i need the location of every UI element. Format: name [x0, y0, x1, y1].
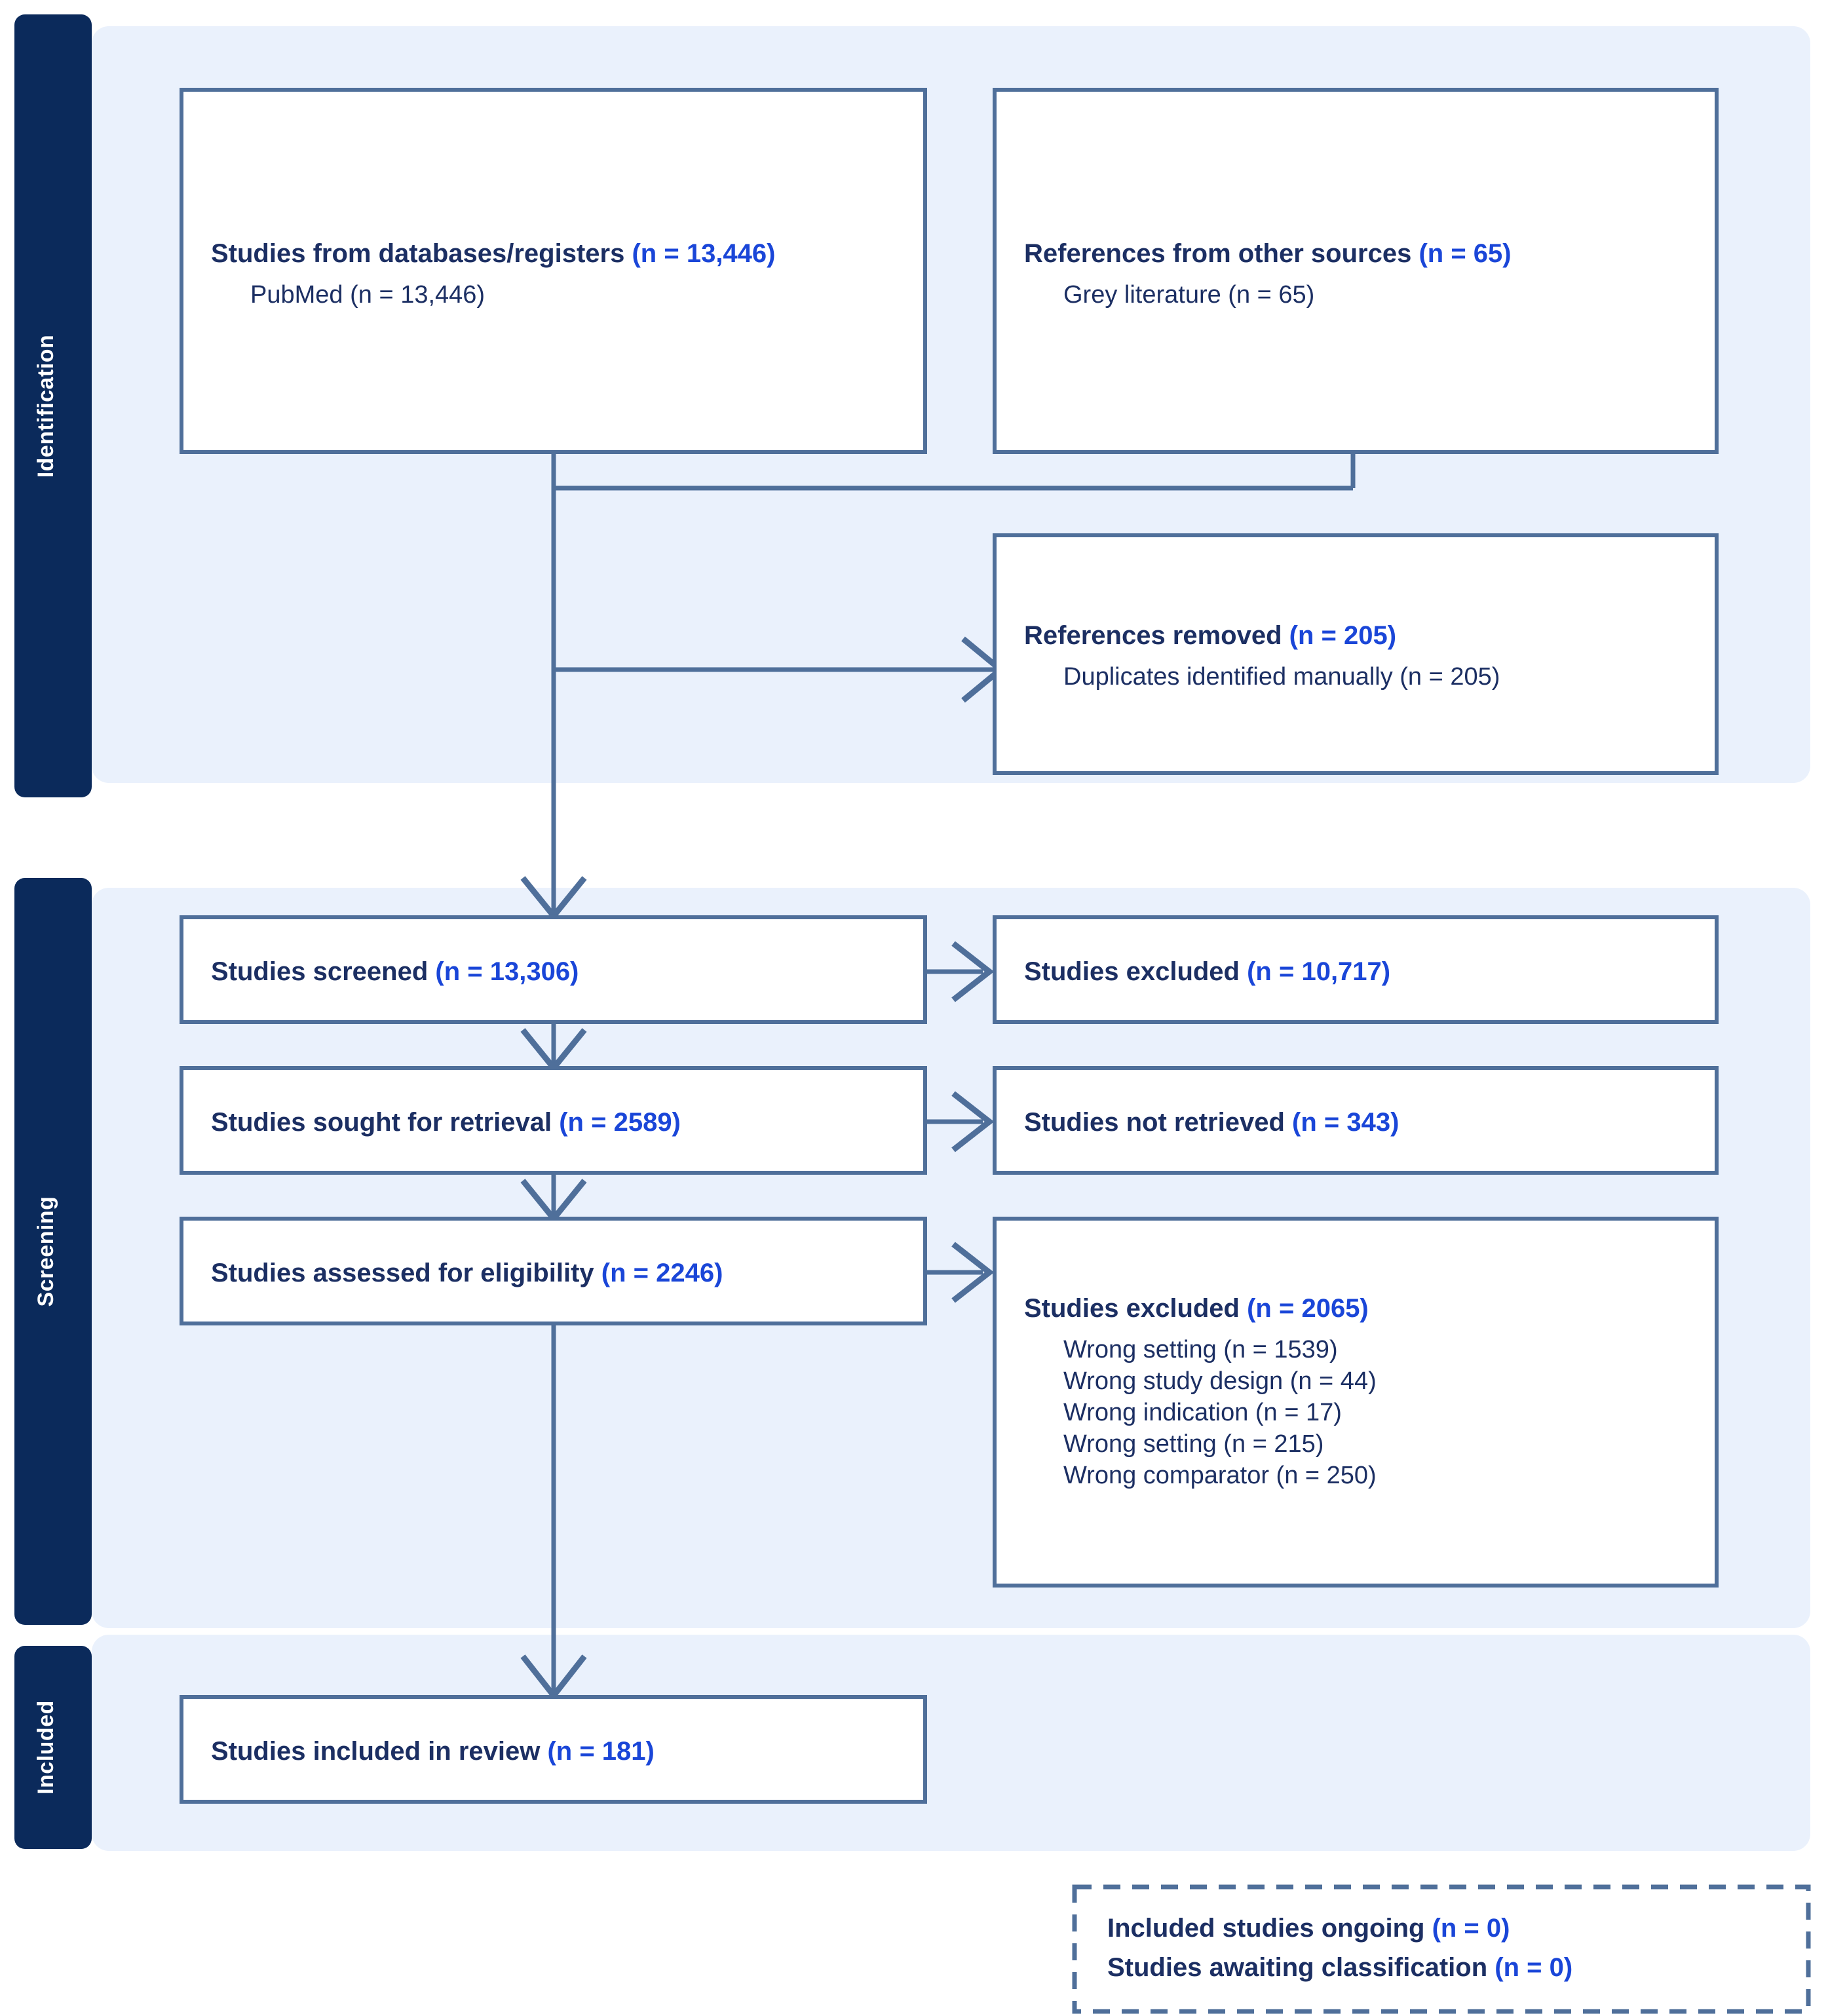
box-not-retrieved-title: Studies not retrieved (n = 343) [1024, 1108, 1399, 1137]
stage-tab-included [14, 1646, 92, 1849]
box-assessed-for-eligibility [180, 1217, 927, 1325]
box-studies-excluded-screening [993, 915, 1719, 1024]
box-other-sources-sub-0: Grey literature (n = 65) [1063, 281, 1314, 309]
box-references-removed-title: References removed (n = 205) [1024, 621, 1396, 650]
stage-tab-label-included: Included [33, 1700, 58, 1795]
box-studies-excluded-eligibility-sub-3: Wrong setting (n = 215) [1063, 1430, 1323, 1458]
box-included-in-review-title: Studies included in review (n = 181) [211, 1737, 655, 1766]
arrowhead-eligibility-excluded [951, 1242, 995, 1303]
box-sought-for-retrieval [180, 1066, 927, 1175]
stage-tab-screening [14, 878, 92, 1625]
stage-tab-label-screening: Screening [33, 1196, 58, 1307]
box-studies-excluded-eligibility [993, 1217, 1719, 1588]
box-ongoing-line-1: Included studies ongoing (n = 0) [1107, 1914, 1510, 1943]
box-ongoing-line-2: Studies awaiting classification (n = 0) [1107, 1953, 1572, 1982]
box-studies-excluded-eligibility-title: Studies excluded (n = 2065) [1024, 1294, 1369, 1323]
box-assessed-for-eligibility-title: Studies assessed for eligibility (n = 22… [211, 1259, 723, 1287]
box-studies-excluded-eligibility-sub-4: Wrong comparator (n = 250) [1063, 1462, 1377, 1489]
box-not-retrieved [993, 1066, 1719, 1175]
box-studies-screened-title: Studies screened (n = 13,306) [211, 957, 579, 986]
box-references-removed [993, 533, 1719, 775]
box-studies-excluded-eligibility-sub-2: Wrong indication (n = 17) [1063, 1399, 1342, 1426]
box-databases [180, 88, 927, 454]
box-ongoing-awaiting [1072, 1884, 1811, 2014]
stage-tab-identification [14, 14, 92, 797]
box-sought-for-retrieval-title: Studies sought for retrieval (n = 2589) [211, 1108, 681, 1137]
arrowhead-notretrieved [951, 1091, 995, 1152]
box-databases-title: Studies from databases/registers (n = 13… [211, 239, 776, 268]
box-studies-excluded-screening-title: Studies excluded (n = 10,717) [1024, 957, 1390, 986]
box-other-sources-title: References from other sources (n = 65) [1024, 239, 1512, 268]
arrowhead-screened-excluded [951, 941, 995, 1002]
box-other-sources [993, 88, 1719, 454]
box-databases-sub-0: PubMed (n = 13,446) [250, 281, 485, 309]
box-studies-excluded-eligibility-sub-1: Wrong study design (n = 44) [1063, 1367, 1377, 1395]
box-studies-excluded-eligibility-sub-0: Wrong setting (n = 1539) [1063, 1336, 1338, 1363]
box-included-in-review [180, 1695, 927, 1804]
box-references-removed-sub-0: Duplicates identified manually (n = 205) [1063, 663, 1500, 691]
stage-tab-label-identification: Identification [33, 335, 58, 478]
box-studies-screened [180, 915, 927, 1024]
